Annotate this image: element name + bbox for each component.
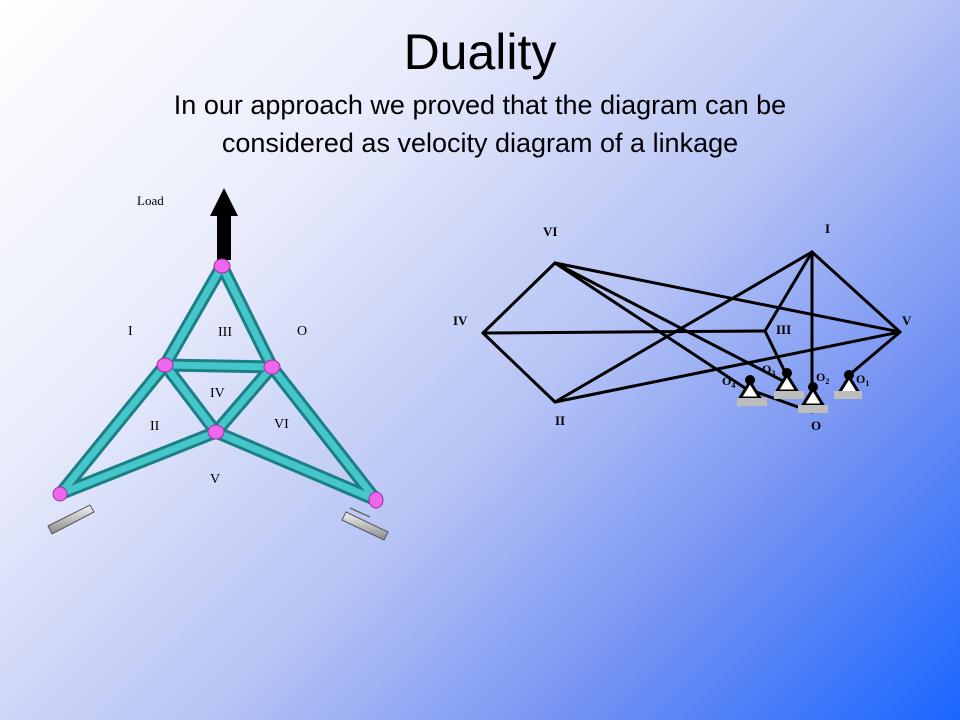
slide-subtitle: In our approach we proved that the diagr… (173, 90, 787, 158)
truss-label: IV (210, 386, 225, 401)
truss-joint (213, 258, 231, 274)
ground-support-o4 (737, 379, 767, 406)
linkage-label: VI (543, 224, 557, 239)
link (553, 261, 787, 384)
link (763, 329, 787, 374)
truss-members (53, 259, 383, 507)
linkage-label: V (902, 313, 912, 328)
linkage-label: IV (453, 313, 468, 328)
truss-label: VI (274, 417, 289, 432)
truss-label: V (210, 472, 220, 487)
link (553, 250, 814, 404)
link (481, 331, 557, 404)
link (553, 261, 747, 390)
linkage-diagram: VI I IV III V II O O4 O3 O2 O1 (453, 221, 912, 433)
truss-label: III (218, 325, 232, 340)
pivot-label-o3: O3 (762, 362, 775, 378)
truss-joint (263, 359, 281, 375)
ground-support-o1 (834, 374, 862, 399)
truss-label: II (150, 419, 160, 434)
ground-support-o2 (798, 386, 828, 413)
link (481, 329, 767, 335)
truss-joint (156, 357, 174, 373)
slide-title: Duality (403, 24, 557, 80)
link (481, 261, 557, 335)
ground-support-o3 (774, 372, 804, 399)
linkage-label: O (811, 418, 821, 433)
ground-supports (737, 372, 862, 413)
truss-joint (368, 491, 384, 509)
pivot-label-o2: O2 (816, 370, 829, 386)
linkage-label: I (825, 221, 830, 236)
truss-joint (207, 424, 225, 440)
load-label: Load (137, 193, 164, 208)
link (763, 250, 814, 333)
truss-label: O (297, 324, 307, 339)
right-support (341, 507, 389, 541)
pivot-label-o4: O4 (722, 374, 735, 390)
link (810, 250, 902, 334)
pivot-label-o1: O1 (856, 372, 869, 388)
linkage-label: II (555, 413, 565, 428)
link (553, 261, 902, 334)
load-arrow (210, 188, 238, 260)
truss-diagram: Load (47, 188, 389, 541)
truss-joint (52, 486, 68, 502)
linkage-label: III (776, 322, 791, 337)
link (553, 330, 902, 404)
left-support (47, 504, 95, 535)
link (846, 330, 902, 378)
truss-label: I (128, 324, 133, 339)
